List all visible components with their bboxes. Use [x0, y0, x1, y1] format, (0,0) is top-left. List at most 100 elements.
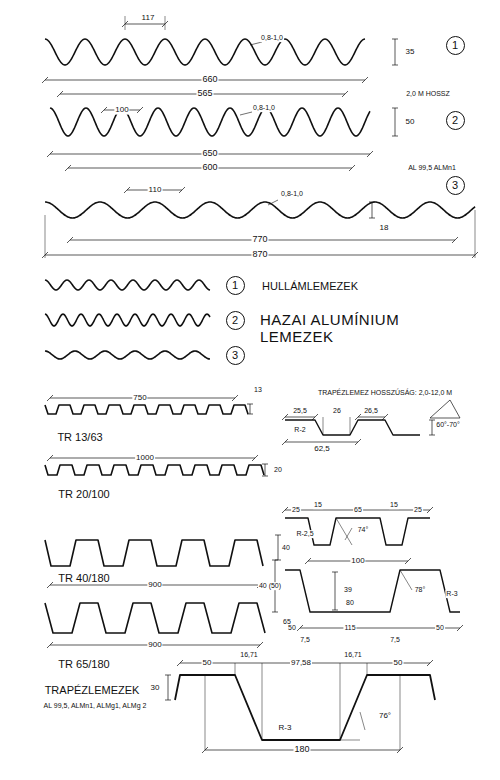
dimension-label: 50 — [405, 118, 416, 127]
callout-circle: 2 — [446, 111, 465, 130]
dimension-label: 74° — [357, 526, 370, 534]
profile-line — [355, 414, 361, 420]
dimension-label: 2,0 M HOSSZ — [405, 90, 451, 98]
dimension-label: 30 — [150, 684, 161, 693]
dimension-label: 78° — [414, 586, 427, 594]
profile-line — [345, 528, 352, 540]
profile-line — [250, 404, 251, 414]
dimension-label: 16,71 — [343, 651, 363, 659]
dimension-label: 65 — [353, 506, 363, 514]
profile-line — [272, 560, 278, 561]
title: HAZAI ALUMÍNIUM LEMEZEK — [260, 312, 410, 345]
callout-circle: 1 — [446, 36, 465, 55]
dimension-label: 565 — [196, 89, 213, 99]
dimension-label: 870 — [251, 250, 268, 260]
dimension-label: 40 (50) — [258, 582, 282, 590]
profile-line — [124, 187, 130, 193]
dimension-label: 25,5 — [292, 407, 308, 415]
dimension-label: 180 — [293, 745, 310, 755]
profile-line — [400, 675, 401, 750]
profile-line — [305, 558, 311, 564]
dimension-label: 50 — [287, 624, 297, 632]
profile-line — [272, 612, 278, 613]
callout-circle: 2 — [226, 311, 245, 330]
profile-line — [332, 572, 338, 573]
profile-line — [350, 417, 351, 435]
profile-line — [427, 660, 433, 666]
profile-line — [262, 663, 263, 740]
dimension-label: TR 40/180 — [57, 572, 110, 584]
profile-line — [367, 663, 368, 675]
profile-line — [177, 660, 183, 666]
dimension-label: 76° — [378, 712, 392, 721]
profile-line — [395, 39, 396, 65]
callout-number: 2 — [232, 315, 238, 326]
wave-profile — [45, 280, 210, 290]
profile-line — [47, 582, 53, 588]
profile-line — [340, 740, 360, 741]
profile-line — [257, 642, 263, 648]
dimension-label: TR 20/100 — [57, 488, 110, 500]
dimension-label: R-3 — [278, 724, 293, 733]
profile-line — [45, 540, 263, 566]
profile-line — [265, 464, 266, 476]
dimension-label: AL 99,5, ALMn1, ALMg1, ALMg 2 — [43, 702, 148, 710]
profile-line — [358, 417, 385, 418]
dimension-label: 115 — [343, 624, 356, 632]
profile-line — [475, 210, 476, 258]
dimension-label: 97,58 — [290, 659, 312, 668]
profile-line — [282, 507, 288, 513]
profile-line — [247, 404, 253, 405]
callout-circle: 3 — [226, 346, 245, 365]
profile-line — [392, 108, 398, 109]
profile-line — [162, 21, 168, 27]
profile-line — [47, 151, 53, 157]
profile-line — [165, 675, 171, 676]
callout-circle: 3 — [446, 176, 465, 195]
dimension-label: 110 — [148, 186, 163, 195]
callout-number: 3 — [452, 180, 458, 191]
dimension-label: 770 — [251, 235, 268, 245]
profile-line — [65, 165, 71, 171]
dimension-label: 0,8-1,0 — [260, 34, 284, 42]
profile-line — [168, 675, 169, 700]
dimension-label: 25 — [291, 506, 301, 514]
profile-line — [400, 570, 412, 590]
dimension-label: 50 — [393, 659, 404, 668]
profile-line — [282, 414, 288, 420]
profile-line — [432, 420, 433, 435]
dimension-label: 26 — [332, 407, 342, 415]
profile-line — [165, 700, 171, 701]
profile-line — [362, 77, 368, 83]
dimension-label: R-2,5 — [295, 530, 314, 538]
profile-line — [392, 65, 398, 66]
dimension-label: 60°-70° — [435, 421, 461, 429]
profile-line — [342, 91, 348, 97]
callout-number: 1 — [232, 280, 238, 291]
profile-line — [45, 465, 264, 475]
callout-number: 1 — [452, 40, 458, 51]
dimension-label: 25 — [413, 506, 423, 514]
dimension-label: 40 — [281, 544, 291, 552]
profile-line — [285, 417, 315, 418]
profile-line — [205, 675, 206, 750]
profile-line — [125, 16, 126, 30]
dimension-label: TR 13/63 — [56, 431, 103, 443]
profile-line — [332, 610, 338, 611]
profile-line — [429, 435, 435, 436]
wave-profile — [45, 351, 210, 359]
dimension-label: 7,5 — [299, 636, 311, 644]
profile-line — [42, 77, 48, 83]
profile-line — [67, 237, 73, 243]
profile-line — [47, 642, 53, 648]
profile-line — [369, 202, 375, 203]
profile-line — [57, 91, 63, 97]
profile-line — [252, 455, 258, 461]
dimension-label: 1000 — [135, 454, 155, 463]
dimension-label: AL 99,5 ALMn1 — [407, 164, 457, 172]
profile-line — [392, 136, 398, 137]
dimension-label: TRAPÉZLEMEZEK — [44, 684, 141, 696]
profile-line — [240, 112, 252, 115]
profile-line — [179, 187, 185, 193]
dimension-label: R-3 — [445, 590, 458, 598]
